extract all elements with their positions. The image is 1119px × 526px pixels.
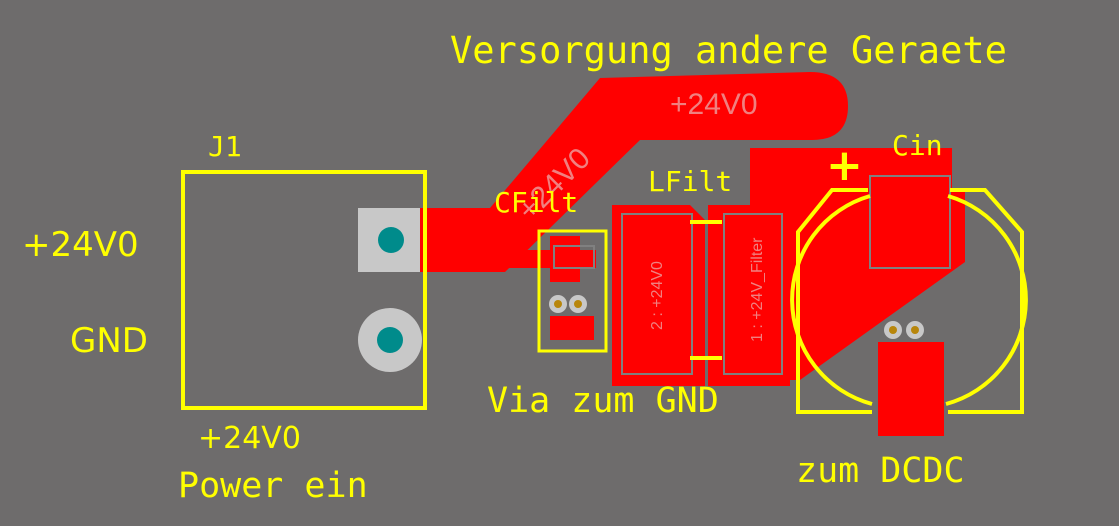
lfilt-pad-outline bbox=[621, 175, 951, 375]
cin-plus-label: + bbox=[826, 140, 863, 191]
power-in-label: Power ein bbox=[178, 466, 368, 506]
j1-label: J1 bbox=[208, 130, 242, 163]
cin-bottom-pad bbox=[878, 342, 944, 436]
via-icon bbox=[549, 295, 924, 339]
round-pad-icon bbox=[358, 308, 422, 372]
net-label-pad-right: 1 : +24V_Filter bbox=[749, 237, 766, 342]
copper-cfilt-trace bbox=[500, 236, 596, 282]
lfilt-label: LFilt bbox=[648, 165, 732, 198]
copper-24v-route bbox=[420, 72, 848, 272]
square-pad-icon bbox=[358, 208, 420, 272]
cfilt-outline bbox=[537, 229, 608, 353]
cin-label: Cin bbox=[892, 129, 943, 162]
j1-outline bbox=[181, 170, 427, 410]
cfilt-gnd-pad bbox=[550, 316, 594, 340]
net-label-pad-left: 2 : +24V0 bbox=[649, 261, 666, 330]
pin-24v-bottom-label: +24V0 bbox=[198, 421, 301, 456]
cin-outline bbox=[790, 188, 1028, 414]
via-gnd-label: Via zum GND bbox=[487, 381, 719, 421]
title-label: Versorgung andere Geraete bbox=[450, 29, 1007, 72]
cfilt-pad-outline bbox=[553, 245, 595, 269]
cfilt-label: CFilt bbox=[494, 186, 578, 219]
to-dcdc-label: zum DCDC bbox=[796, 451, 965, 491]
gnd-left-label: GND bbox=[70, 321, 148, 361]
cin-top-pad bbox=[880, 182, 942, 258]
lfilt-silk-marks bbox=[690, 220, 722, 360]
net-label-trace-horizontal: +24V0 bbox=[670, 88, 758, 121]
pin-24v-left-label: +24V0 bbox=[22, 225, 139, 265]
